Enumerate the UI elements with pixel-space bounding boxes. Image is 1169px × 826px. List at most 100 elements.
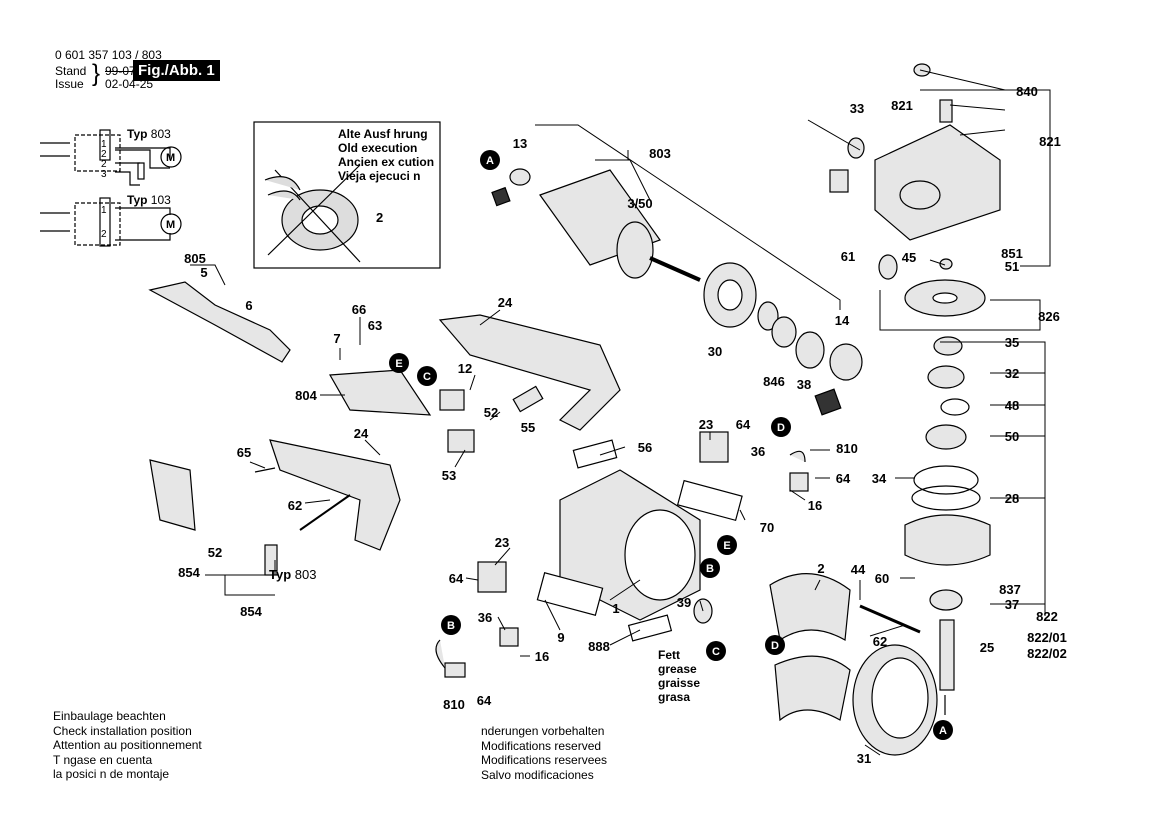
typ-label: Typ: [269, 567, 292, 582]
pin-3: 3: [101, 169, 107, 180]
marker-e: E: [389, 353, 409, 373]
schematic-typ-103-label: Typ 103: [127, 193, 171, 207]
callout-33: 33: [850, 101, 864, 116]
svg-text:D: D: [777, 422, 785, 434]
typ-label: Typ: [127, 127, 148, 141]
callout-28: 28: [1005, 491, 1019, 506]
callout-854: 854: [178, 565, 200, 580]
callout-840: 840: [1016, 84, 1038, 99]
callout-837: 837: [999, 582, 1021, 597]
note-line: Check installation position: [53, 723, 192, 738]
marker-c: C: [417, 366, 437, 386]
callout-55: 55: [521, 420, 535, 435]
callout-826: 826: [1038, 309, 1060, 324]
schematic-typ-103: [40, 197, 182, 247]
callout-13: 13: [513, 136, 527, 151]
line-de: Alte Ausf hrung: [338, 127, 428, 141]
schematic-typ-803-label: Typ 803: [127, 127, 171, 141]
old-stator-sketch: [264, 164, 361, 263]
note-line: Modifications reserved: [481, 738, 602, 753]
grease-fr: graisse: [658, 676, 701, 690]
callout-2: 2: [817, 561, 824, 576]
schematic-typ-803: [40, 129, 182, 186]
note-line: T ngase en cuenta: [53, 752, 153, 767]
callout-23: 23: [495, 535, 509, 550]
callout-44: 44: [851, 562, 866, 577]
motor-symbol: M: [166, 219, 176, 231]
callout-803: 803: [649, 146, 671, 161]
callout-6: 6: [245, 298, 252, 313]
callout-64: 64: [836, 471, 851, 486]
callout-64: 64: [736, 417, 751, 432]
svg-text:C: C: [423, 371, 431, 383]
callout-804: 804: [295, 388, 317, 403]
callout-50: 50: [1005, 429, 1019, 444]
callout-62: 62: [873, 634, 887, 649]
issue-label: Issue: [55, 77, 84, 91]
marker-e: E: [717, 535, 737, 555]
grease-es: grasa: [658, 690, 691, 704]
callout-12: 12: [458, 361, 472, 376]
callout-822: 822: [1036, 609, 1058, 624]
callout-822-01: 822/01: [1027, 630, 1067, 645]
callout-16: 16: [535, 649, 549, 664]
callout-31: 31: [857, 751, 871, 766]
marker-a: A: [933, 720, 953, 740]
callout-846: 846: [763, 374, 785, 389]
header-block: 0 601 357 103 / 803 Stand 99-07 Issue 02…: [55, 49, 162, 91]
typ-value: 803: [294, 567, 317, 582]
callout-64: 64: [477, 693, 492, 708]
pin-2: 2: [101, 229, 107, 240]
callout-52: 52: [484, 405, 498, 420]
callout-3-50: 3/50: [627, 196, 652, 211]
pin-1: 1: [101, 205, 107, 216]
leader-lines: [190, 69, 1051, 756]
line-es: Vieja ejecuci n: [338, 169, 421, 183]
armature-sketch: [491, 168, 863, 416]
callout-70: 70: [760, 520, 774, 535]
callout-62: 62: [288, 498, 302, 513]
marker-d: D: [771, 417, 791, 437]
callout-61: 61: [841, 249, 855, 264]
callout-51: 51: [1005, 259, 1019, 274]
old-execution-callout: 2: [376, 210, 384, 225]
callout-53: 53: [442, 468, 456, 483]
callout-64: 64: [449, 571, 464, 586]
grease-note: Fett grease graisse grasa: [658, 648, 700, 704]
callout-810: 810: [836, 441, 858, 456]
marker-a: A: [480, 150, 500, 170]
callout-45: 45: [902, 250, 916, 265]
housing-sketch: [435, 431, 938, 756]
callout-60: 60: [875, 571, 889, 586]
svg-text:D: D: [771, 640, 779, 652]
pin-2: 2: [101, 149, 107, 160]
callout-39: 39: [677, 595, 691, 610]
callout-851: 851: [1001, 246, 1023, 261]
svg-text:B: B: [706, 563, 714, 575]
callout-38: 38: [797, 377, 811, 392]
note-line: nderungen vorbehalten: [481, 724, 605, 738]
marker-d: D: [765, 635, 785, 655]
modifications-note: nderungen vorbehalten Modifications rese…: [481, 724, 607, 782]
callout-1: 1: [612, 601, 619, 616]
marker-b: B: [441, 615, 461, 635]
part-number: 0 601 357 103 / 803: [55, 48, 162, 62]
marker-b: B: [700, 558, 720, 578]
typ-value: 103: [150, 193, 171, 207]
callout-810: 810: [443, 697, 465, 712]
svg-text:C: C: [712, 646, 720, 658]
handle-sketch: [148, 281, 621, 576]
callout-24: 24: [354, 426, 369, 441]
note-line: Einbaulage beachten: [53, 709, 166, 723]
pin-2: 2: [101, 159, 107, 170]
svg-text:A: A: [939, 725, 947, 737]
part-sketches: [40, 63, 1051, 756]
callout-52: 52: [208, 545, 222, 560]
callout-56: 56: [638, 440, 652, 455]
figure-label: Fig./Abb. 1: [133, 60, 220, 81]
callout-821: 821: [891, 98, 913, 113]
callout-65: 65: [237, 445, 251, 460]
callout-36: 36: [478, 610, 492, 625]
